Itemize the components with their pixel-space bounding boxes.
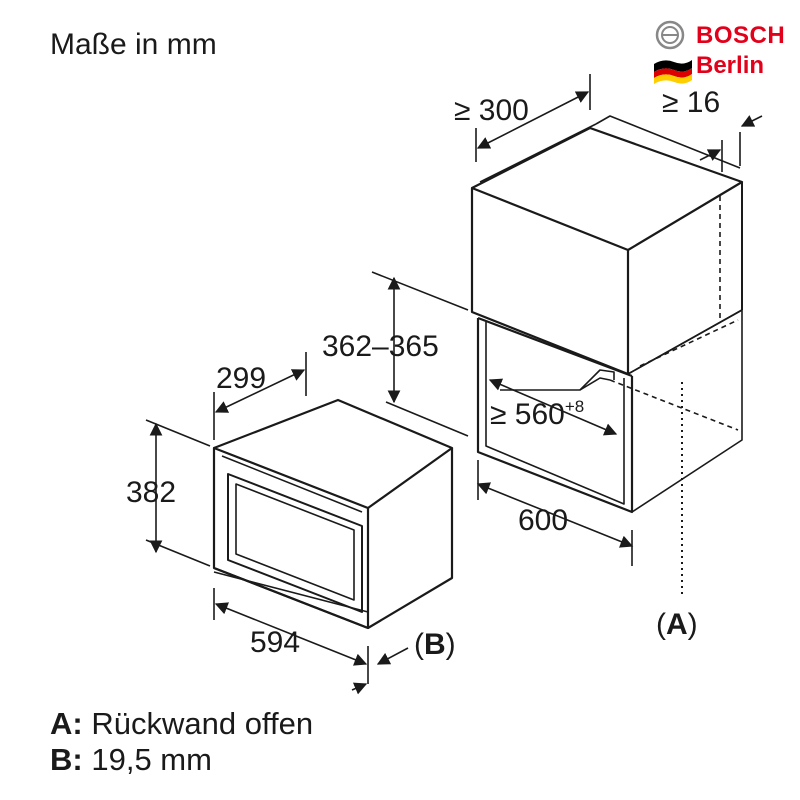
dim-niche-width-base: ≥ 560: [490, 398, 565, 431]
marker-a-letter: A: [666, 608, 688, 641]
legend-key-a: A:: [50, 706, 83, 741]
dim-niche-height: 362–365: [322, 330, 439, 363]
cabinet-drawing: [470, 115, 744, 598]
bosch-armature-icon: [655, 20, 685, 50]
dim-niche-width-sup: +8: [565, 397, 584, 416]
page-title: Maße in mm: [50, 28, 217, 61]
dim-cabinet-width: 600: [518, 504, 568, 537]
logo-brand-text: BOSCH: [696, 22, 786, 49]
dim-niche-width: ≥ 560+8: [490, 397, 584, 431]
logo-city-text: Berlin: [696, 52, 765, 79]
dim-gap-top: ≥ 16: [662, 86, 720, 119]
dim-appliance-depth: 299: [216, 362, 266, 395]
marker-a: (A): [656, 608, 698, 641]
dim-appliance-width: 594: [250, 626, 300, 659]
legend-item-a: A: Rückwand offen: [50, 706, 313, 742]
dim-appliance-height: 382: [126, 476, 176, 509]
marker-b: (B): [414, 628, 456, 661]
legend-item-b: B: 19,5 mm: [50, 742, 212, 778]
dimension-lines: [145, 74, 763, 695]
brand-logo: BOSCH Berlin: [650, 18, 792, 84]
germany-flag-icon: [654, 60, 692, 84]
marker-b-letter: B: [424, 628, 446, 661]
legend-text-a: Rückwand offen: [91, 706, 314, 741]
legend-key-b: B:: [50, 742, 83, 777]
appliance-drawing: [212, 398, 454, 630]
dim-depth-top: ≥ 300: [454, 94, 529, 127]
legend-text-b: 19,5 mm: [91, 742, 212, 777]
